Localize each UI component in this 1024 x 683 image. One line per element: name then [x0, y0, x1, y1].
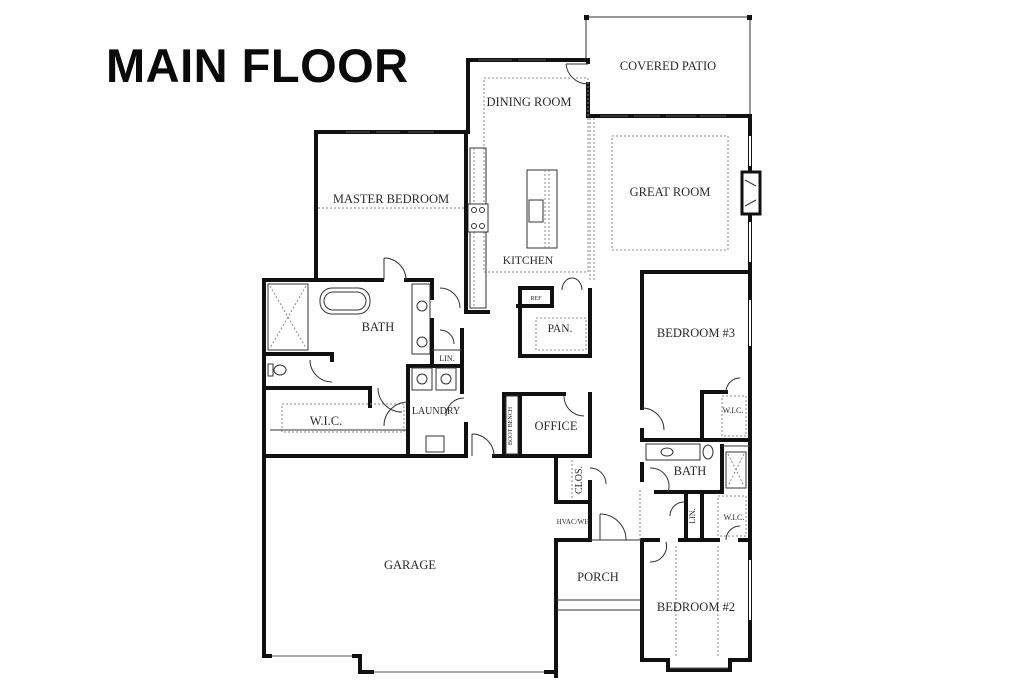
room-label-laundry: LAUNDRY: [412, 406, 460, 417]
room-label-linen: LIN.: [439, 354, 454, 363]
room-label-master-bath: BATH: [362, 320, 395, 334]
label-boot-bench: BOOT BENCH: [508, 406, 514, 445]
room-label-dining-room: DINING ROOM: [486, 95, 571, 109]
room-label-bedroom-3-wic: W.I.C.: [723, 406, 744, 415]
room-label-bedroom-3: BEDROOM #3: [657, 326, 735, 340]
room-label-hall-bath: BATH: [674, 464, 707, 478]
room-label-bedroom-2: BEDROOM #2: [657, 600, 735, 614]
sink-icon: [416, 300, 428, 312]
room-label-master-wic: W.I.C.: [310, 414, 343, 428]
toilet-icon: [273, 364, 287, 376]
kitchen: KITCHEN: [467, 147, 558, 309]
covered-patio: COVERED PATIO: [584, 15, 752, 116]
bathtub-icon: [319, 287, 371, 315]
toilet-icon: [702, 444, 714, 460]
room-label-kitchen: KITCHEN: [503, 255, 554, 267]
room-label-bedroom-2-wic: W.I.C.: [724, 513, 745, 522]
fireplace: [740, 170, 762, 216]
cooktop-icon: [467, 203, 489, 233]
floor-plan-title: MAIN FLOOR: [106, 39, 409, 92]
room-label-great-room: GREAT ROOM: [630, 185, 711, 199]
room-label-refrigerator: REF: [530, 296, 542, 302]
shower-icon: [267, 283, 309, 351]
utility-sink-icon: [425, 435, 445, 453]
washer-icon: [411, 367, 433, 391]
dryer-icon: [435, 367, 457, 391]
room-label-master-bedroom: MASTER BEDROOM: [333, 192, 449, 206]
room-label-porch: PORCH: [577, 570, 619, 584]
room-label-covered-patio: COVERED PATIO: [620, 59, 716, 73]
room-label-closet: CLOS.: [574, 466, 585, 494]
room-label-office: OFFICE: [534, 419, 577, 433]
sink-icon: [416, 336, 428, 348]
sink-icon: [660, 447, 674, 457]
room-label-pantry: PAN.: [548, 323, 573, 335]
room-label-hvac: HVAC/WH: [557, 518, 590, 526]
kitchen-island: [526, 169, 558, 249]
room-label-hall-linen: LIN.: [688, 508, 697, 523]
shower-icon: [725, 451, 747, 489]
sink-icon: [528, 199, 544, 223]
room-label-garage: GARAGE: [384, 558, 436, 572]
